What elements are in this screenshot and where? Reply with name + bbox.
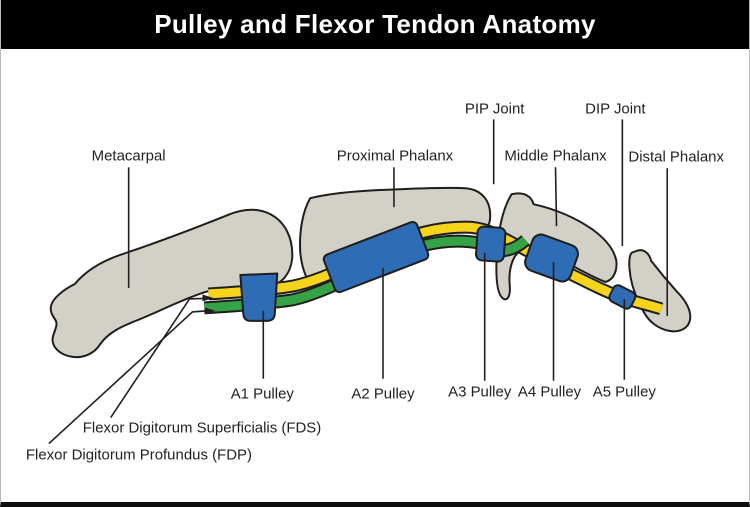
- leader-line-middle-phalanx: [554, 167, 558, 227]
- label-a4-pulley: A4 Pulley: [518, 384, 582, 401]
- a4-pulley: [524, 233, 579, 283]
- leader-lines-group: [48, 119, 669, 445]
- leader-line-fds: [110, 297, 204, 419]
- label-proximal-phalanx: Proximal Phalanx: [337, 147, 454, 164]
- label-fds: Flexor Digitorum Superficialis (FDS): [83, 420, 321, 437]
- pulleys-group: [239, 221, 637, 322]
- label-dip-joint: DIP Joint: [585, 100, 646, 117]
- distal-phalanx-bone: [628, 249, 692, 333]
- a1-pulley: [239, 272, 279, 322]
- leader-line-fdp: [48, 310, 206, 445]
- a5-pulley: [608, 284, 637, 310]
- anatomy-diagram: Metacarpal Proximal Phalanx Middle Phala…: [26, 100, 725, 463]
- fdp-arrowhead-icon: [204, 307, 216, 315]
- page-title: Pulley and Flexor Tendon Anatomy: [1, 0, 749, 49]
- label-a3-pulley: A3 Pulley: [448, 384, 512, 401]
- label-distal-phalanx: Distal Phalanx: [628, 148, 724, 165]
- fds-arrowhead-icon: [202, 294, 214, 302]
- label-a1-pulley: A1 Pulley: [231, 386, 295, 403]
- labels-group: Metacarpal Proximal Phalanx Middle Phala…: [26, 100, 725, 463]
- fds-tendon: [208, 222, 663, 314]
- a3-pulley: [474, 225, 507, 263]
- label-middle-phalanx: Middle Phalanx: [504, 147, 607, 164]
- label-metacarpal: Metacarpal: [92, 147, 166, 164]
- label-pip-joint: PIP Joint: [465, 100, 525, 117]
- label-a2-pulley: A2 Pulley: [351, 386, 415, 403]
- label-a5-pulley: A5 Pulley: [593, 384, 657, 401]
- label-fdp: Flexor Digitorum Profundus (FDP): [26, 447, 252, 464]
- metacarpal-bone: [49, 208, 294, 359]
